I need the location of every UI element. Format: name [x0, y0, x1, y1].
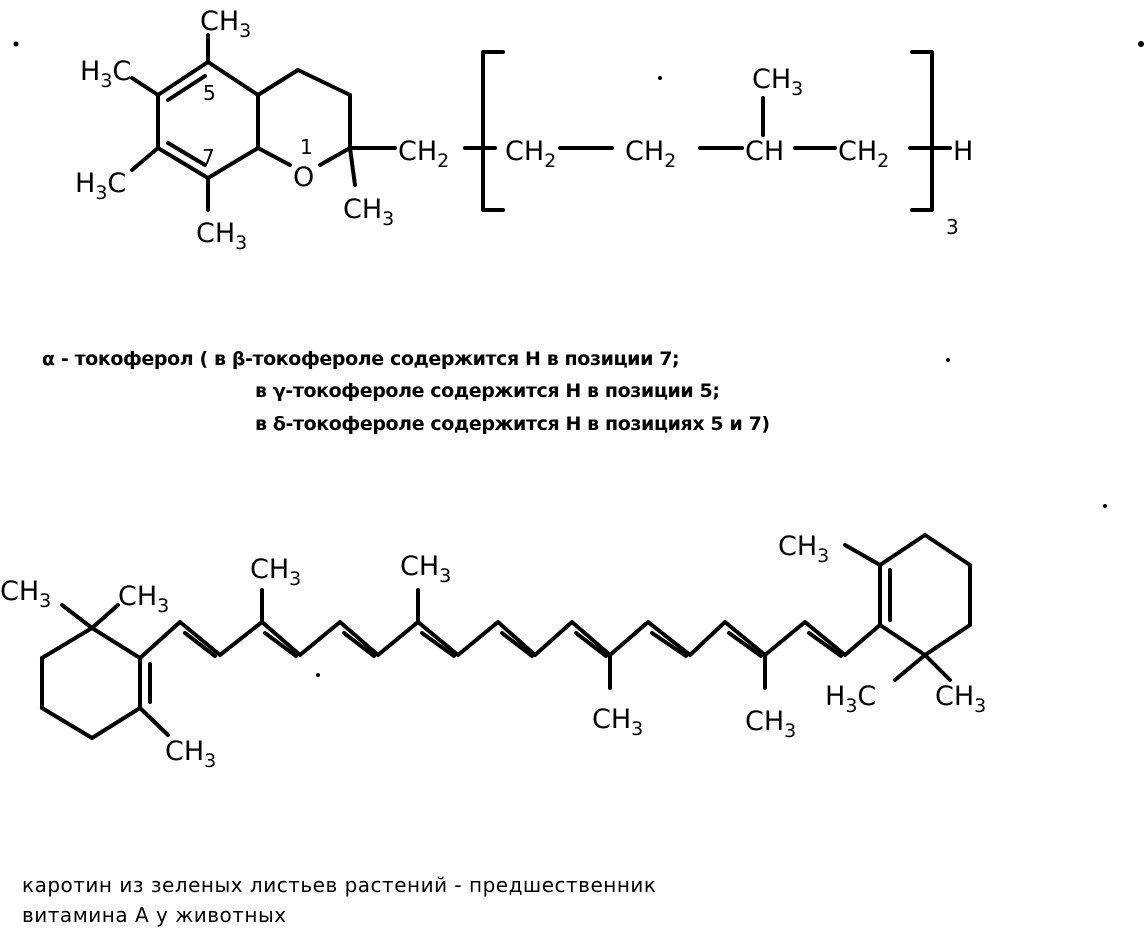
- repeat-count-label: 3: [946, 215, 959, 239]
- tocopherol-caption-line1: α - токоферол ( в β-токофероле содержитс…: [42, 348, 680, 370]
- carotene-caption: каротин из зеленых листьев растений - пр…: [22, 870, 656, 930]
- label-ch3: CH3: [165, 736, 216, 772]
- label-ch2: CH2: [838, 136, 889, 172]
- stray-dot: [946, 358, 950, 362]
- label-ch2: CH2: [625, 136, 676, 172]
- label-ch2: CH2: [505, 136, 556, 172]
- label-ch3: CH3: [592, 704, 643, 740]
- label-ch3: CH3: [0, 576, 51, 612]
- stray-dot: [1103, 504, 1107, 508]
- label-h: H: [953, 136, 973, 167]
- label-h3c: H3C: [825, 681, 876, 717]
- label-ch3: CH3: [343, 194, 394, 230]
- label-ch: CH: [745, 136, 784, 167]
- stray-dot: [316, 673, 320, 677]
- label-h3c: H3C: [80, 56, 131, 92]
- label-h3c: H3C: [75, 168, 126, 204]
- label-ch2: CH2: [398, 136, 449, 172]
- label-ch3: CH3: [250, 554, 301, 590]
- position-7-label: 7: [202, 145, 215, 169]
- tocopherol-caption-line2: в γ-токофероле содержится H в позиции 5;: [255, 380, 720, 402]
- carotene-structure: CH3 CH3 CH3 CH3 CH3 CH3 CH3 CH3 H3C CH3: [0, 531, 986, 772]
- stray-dot: [658, 76, 662, 80]
- label-ch3: CH3: [196, 218, 247, 254]
- label-ch3: CH3: [200, 6, 251, 42]
- position-1-label: 1: [300, 135, 313, 159]
- carotene-caption-line1: каротин из зеленых листьев растений - пр…: [22, 873, 657, 897]
- carotene-caption-line2: витамина A у животных: [22, 903, 287, 927]
- stray-dot: [1138, 41, 1144, 47]
- stray-dot: [13, 41, 19, 47]
- label-ch3: CH3: [745, 706, 796, 742]
- position-5-label: 5: [203, 81, 216, 105]
- label-ch3: CH3: [400, 551, 451, 587]
- tocopherol-structure: CH3 H3C H3C CH3 5 7 1 O CH3 CH2 CH2 CH2 …: [75, 6, 973, 254]
- label-ch3: CH3: [935, 681, 986, 717]
- label-ch3: CH3: [778, 531, 829, 567]
- label-ch3: CH3: [118, 581, 169, 617]
- oxygen-atom-label: O: [293, 162, 314, 193]
- label-ch3: CH3: [752, 64, 803, 100]
- tocopherol-caption-line3: в δ-токофероле содержится H в позициях 5…: [255, 413, 770, 435]
